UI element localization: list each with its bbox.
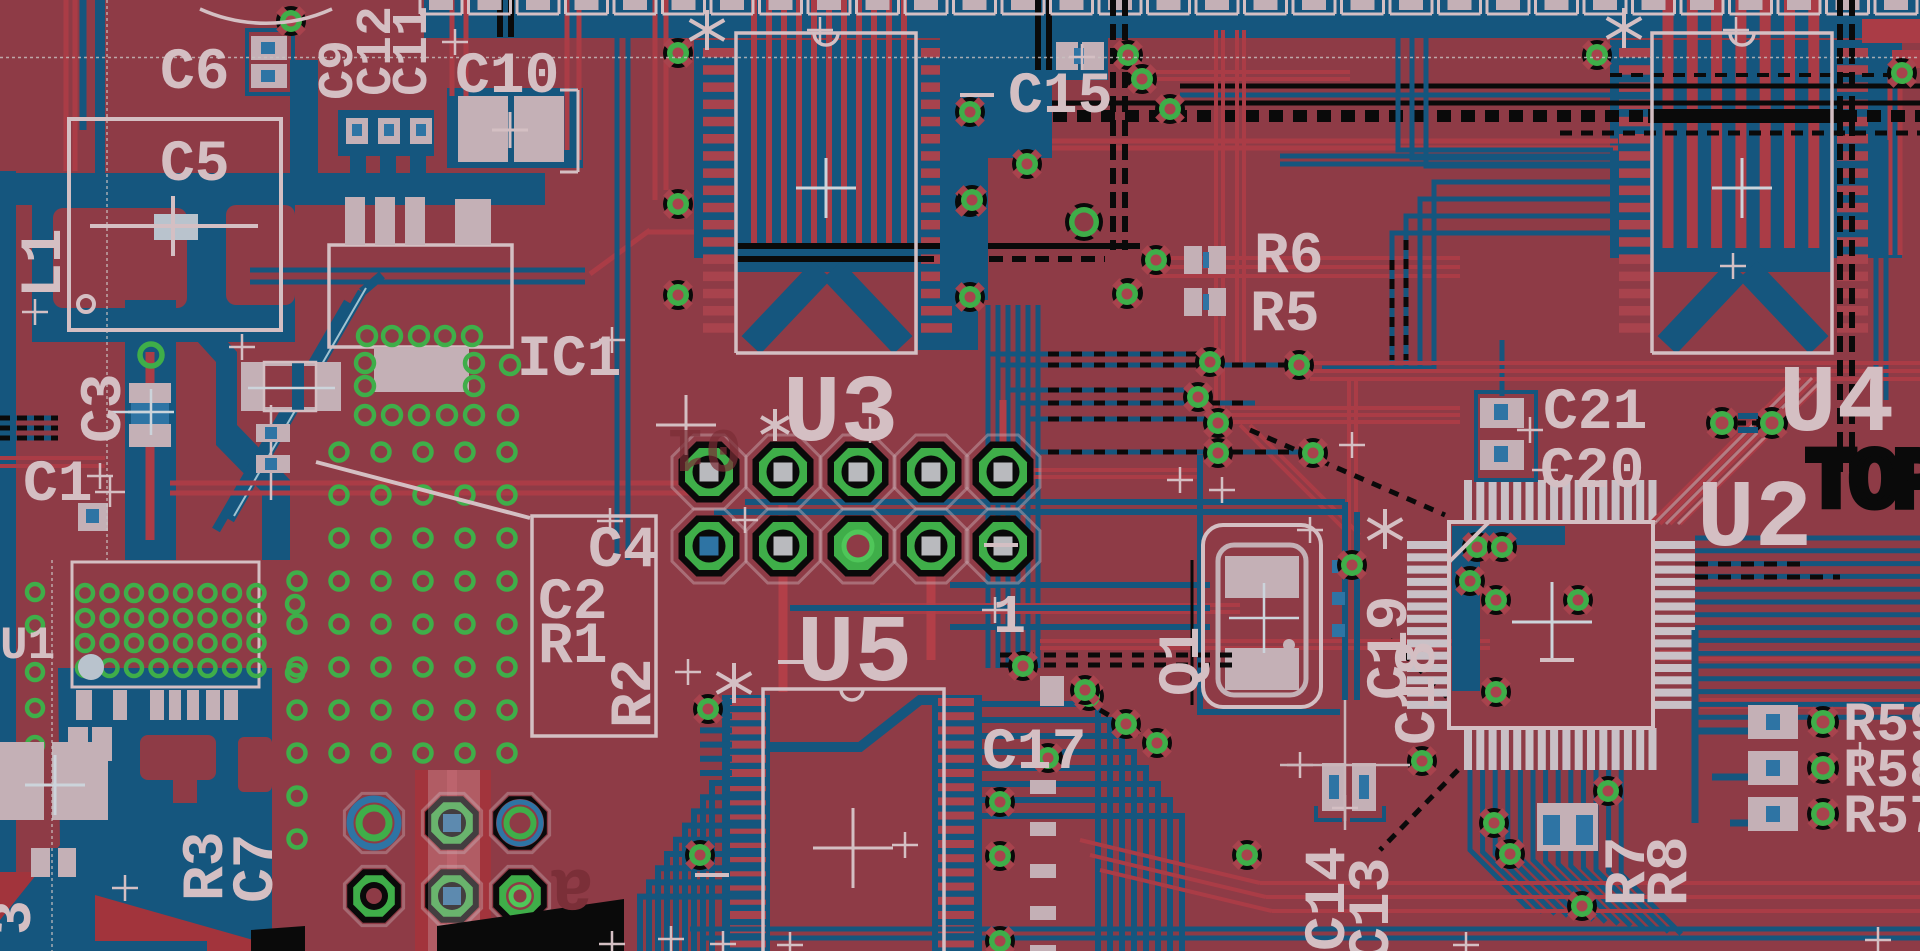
svg-text:R8: R8 xyxy=(1639,836,1704,906)
svg-text:U2: U2 xyxy=(1697,465,1812,574)
svg-text:C7: C7 xyxy=(225,833,290,903)
svg-text:C14: C14 xyxy=(1297,847,1362,951)
svg-text:Q1: Q1 xyxy=(1151,626,1216,696)
svg-text:U3: U3 xyxy=(783,360,898,469)
svg-text:C17: C17 xyxy=(982,721,1086,786)
svg-text:01: 01 xyxy=(668,411,742,482)
svg-text:C6: C6 xyxy=(160,41,230,106)
svg-text:R3: R3 xyxy=(175,831,240,901)
svg-text:IC1: IC1 xyxy=(517,328,621,393)
svg-text:C10: C10 xyxy=(455,45,559,110)
svg-text:a: a xyxy=(550,847,594,931)
svg-text:C19: C19 xyxy=(1359,596,1424,700)
svg-text:C15: C15 xyxy=(1008,65,1112,130)
svg-text:R6: R6 xyxy=(1254,225,1324,290)
svg-text:L1: L1 xyxy=(13,228,78,298)
svg-text:R2: R2 xyxy=(603,658,668,728)
svg-text:1: 1 xyxy=(993,586,1026,649)
svg-text:C13: C13 xyxy=(1341,858,1406,951)
svg-text:R1: R1 xyxy=(538,615,608,680)
svg-text:C3: C3 xyxy=(73,373,138,443)
svg-text:TOP: TOP xyxy=(1806,437,1920,532)
svg-text:3: 3 xyxy=(0,900,48,935)
svg-text:U4: U4 xyxy=(1779,350,1894,459)
svg-text:C21: C21 xyxy=(1543,381,1647,446)
svg-text:C20: C20 xyxy=(1540,440,1644,505)
svg-text:C5: C5 xyxy=(160,133,230,198)
svg-text:R59: R59 xyxy=(1843,694,1920,757)
svg-text:C11: C11 xyxy=(385,6,442,96)
svg-text:C12: C12 xyxy=(349,6,406,96)
svg-text:R5: R5 xyxy=(1250,283,1320,348)
svg-text:R58: R58 xyxy=(1843,740,1920,803)
svg-text:C4: C4 xyxy=(588,519,658,584)
svg-text:R57: R57 xyxy=(1843,786,1920,849)
svg-text:C1: C1 xyxy=(23,453,93,518)
svg-text:C9: C9 xyxy=(311,40,368,100)
svg-text:C18: C18 xyxy=(1387,641,1452,745)
svg-text:C2: C2 xyxy=(538,571,608,636)
svg-text:U5: U5 xyxy=(797,600,912,709)
svg-text:U1: U1 xyxy=(0,620,55,672)
svg-text:R7: R7 xyxy=(1597,836,1662,906)
